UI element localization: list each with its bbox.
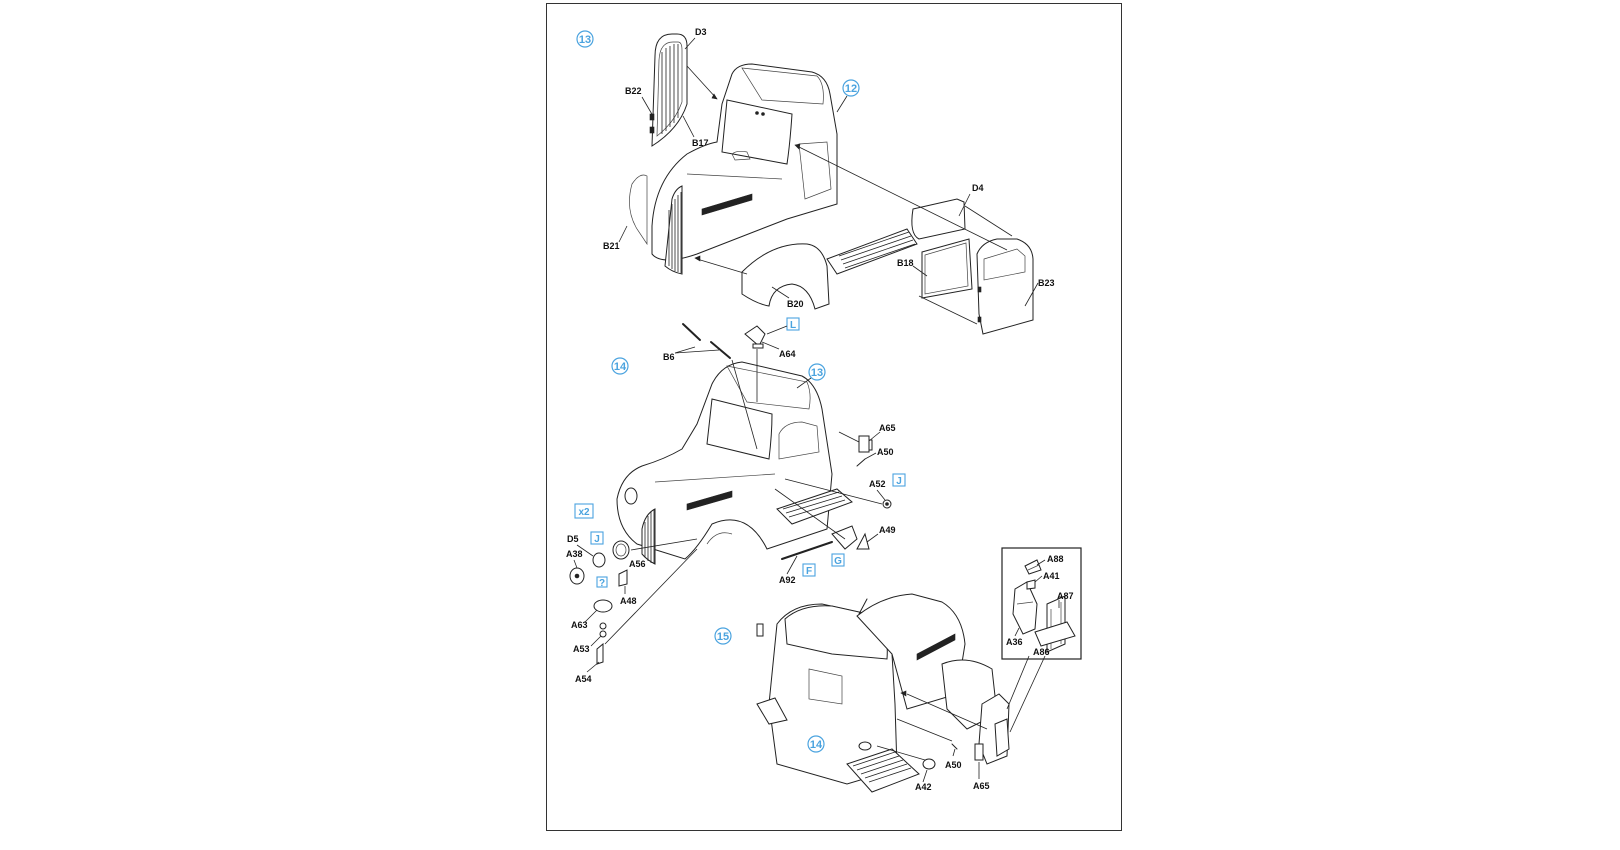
step-15-circle — [714, 627, 732, 645]
mirror-arm-a50 — [856, 458, 866, 467]
lamp-a42 — [922, 758, 936, 770]
label-a38: A38 — [566, 549, 583, 559]
step-13-number: 13 — [579, 34, 591, 46]
instruction-sheet: 13 D3 B22 B17 — [546, 3, 1122, 831]
label-a65: A65 — [879, 423, 896, 433]
step-ref-12: 12 — [845, 83, 857, 95]
callout-j-2: J — [594, 534, 600, 545]
rack-base-a86 — [1034, 621, 1076, 647]
label-a65-step15: A65 — [973, 781, 990, 791]
step-ref-13-circle — [808, 363, 826, 381]
callout-g-box — [831, 553, 845, 567]
fender-b20 — [741, 228, 918, 310]
label-a56: A56 — [629, 559, 646, 569]
mirror-a65-step15 — [974, 743, 984, 761]
callout-q: ? — [599, 578, 605, 589]
callout-x2: x2 — [578, 507, 590, 518]
callout-j-box-2 — [590, 531, 604, 545]
label-a92: A92 — [779, 575, 796, 585]
label-b6: B6 — [663, 352, 675, 362]
step-15-number: 15 — [717, 631, 729, 643]
cap-a88 — [1024, 559, 1042, 575]
glass-b18 — [921, 238, 973, 299]
window-d4 — [911, 198, 966, 240]
headlight-a56 — [612, 540, 630, 560]
step-ref-13: 13 — [811, 367, 823, 379]
door-b23 — [976, 238, 1034, 335]
step-ref-12-circle — [842, 79, 860, 97]
callout-g: G — [834, 556, 842, 567]
callout-j-box-1 — [892, 473, 906, 487]
label-a54: A54 — [575, 674, 592, 684]
horn-mount-a53 — [599, 622, 607, 638]
bracket-a48 — [618, 569, 628, 587]
cab-body-step13 — [629, 63, 838, 275]
callout-j-1: J — [896, 476, 902, 487]
callout-l: L — [790, 320, 796, 331]
step-14-circle — [611, 357, 629, 375]
lamp-a52 — [882, 499, 892, 509]
door-d3 — [649, 33, 688, 147]
assembly-diagram: 13 D3 B22 B17 — [566, 27, 1082, 793]
rod-a92 — [781, 541, 833, 560]
label-a49: A49 — [879, 525, 896, 535]
label-a41: A41 — [1043, 571, 1060, 581]
cab-rear-step15 — [756, 593, 998, 793]
label-b21: B21 — [603, 241, 620, 251]
label-a48: A48 — [620, 596, 637, 606]
label-b22: B22 — [625, 86, 642, 96]
cap-a41 — [1026, 579, 1036, 590]
label-b18: B18 — [897, 258, 914, 268]
callout-x2-box — [574, 503, 594, 519]
step-14-group: 14 B6 L A64 — [566, 317, 906, 684]
roof-light-a64 — [744, 325, 766, 349]
label-b23: B23 — [1038, 278, 1055, 288]
arm-a50-step15 — [951, 743, 958, 750]
label-a86: A86 — [1033, 647, 1050, 657]
label-a42: A42 — [915, 782, 932, 792]
callout-q-box — [596, 576, 608, 588]
step-13-group: 13 D3 B22 B17 — [576, 27, 1055, 335]
label-d3: D3 — [695, 27, 707, 37]
bracket-a49 — [856, 532, 870, 550]
label-a36: A36 — [1006, 637, 1023, 647]
mirror-a65 — [858, 435, 873, 453]
bracket-a54 — [596, 642, 604, 665]
label-a88: A88 — [1047, 554, 1064, 564]
label-a63: A63 — [571, 620, 588, 630]
label-a50: A50 — [877, 447, 894, 457]
step-ref-14-circle — [807, 735, 825, 753]
callout-l-box — [786, 317, 800, 331]
step-13-circle — [576, 30, 594, 48]
callout-f: F — [806, 566, 812, 577]
step-14-number: 14 — [614, 361, 627, 373]
step-plate — [831, 525, 858, 550]
label-d5: D5 — [567, 534, 579, 544]
headlight-rim-a38 — [569, 567, 585, 585]
label-b20: B20 — [787, 299, 804, 309]
label-a53: A53 — [573, 644, 590, 654]
label-d4: D4 — [972, 183, 984, 193]
horn-a63 — [593, 599, 613, 613]
cab-body-step14 — [616, 361, 853, 565]
headlight-lens-d5 — [592, 552, 606, 568]
label-a52: A52 — [869, 479, 886, 489]
wipers-b6 — [682, 323, 731, 359]
label-a64: A64 — [779, 349, 796, 359]
mounted-jerrycan — [978, 693, 1010, 765]
label-a50-step15: A50 — [945, 760, 962, 770]
label-b17: B17 — [692, 138, 709, 148]
callout-f-box — [802, 563, 816, 577]
label-a87: A87 — [1057, 591, 1074, 601]
step-ref-14: 14 — [810, 739, 823, 751]
step-15-group: 15 14 — [714, 547, 1082, 793]
